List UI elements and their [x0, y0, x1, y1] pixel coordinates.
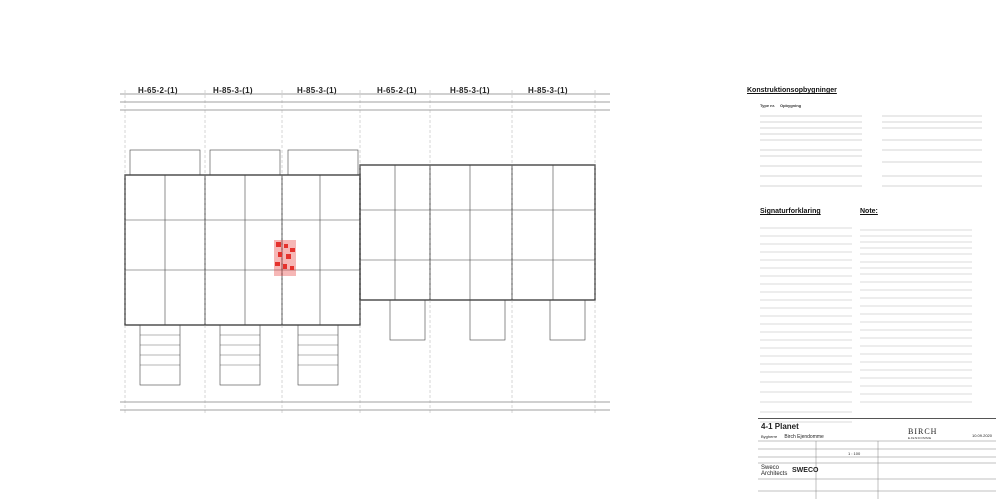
birch-brand: BIRCH — [908, 427, 938, 436]
construction-title: Konstruktionsopbygninger — [747, 87, 837, 94]
type-header: Type nr. — [760, 103, 776, 108]
title-block-grid — [758, 440, 996, 499]
birch-brand-sub: EJENDOMME — [908, 436, 932, 440]
signature-lines — [760, 227, 972, 423]
construction-lines — [760, 115, 982, 187]
note-title: Note: — [860, 208, 878, 215]
client-value: Birch Ejendomme — [784, 434, 824, 440]
client-label: Bygherre — [761, 434, 778, 439]
highlight-mark — [274, 240, 296, 276]
date-value: 10.09.2020 — [971, 433, 992, 438]
birch-logo: BIRCH EJENDOMME — [908, 427, 937, 440]
drawing-title: 4-1 Planet — [761, 422, 799, 431]
signature-title: Signaturforklaring — [760, 208, 821, 215]
unit-label-4: H-65-2-(1) — [377, 86, 417, 95]
sweco-logo: SWECO — [792, 467, 819, 474]
opbygning-header: Opbygning — [780, 103, 802, 108]
legend-panel: Konstruktionsopbygninger Type nr. Opbygn… — [742, 80, 997, 500]
unit-label-3: H-85-3-(1) — [297, 86, 337, 95]
sweco-architects-label: Sweco Architects — [761, 465, 787, 477]
unit-label-2: H-85-3-(1) — [213, 86, 253, 95]
unit-label-5: H-85-3-(1) — [450, 86, 490, 95]
unit-label-1: H-65-2-(1) — [138, 86, 178, 95]
floor-plan — [120, 90, 610, 415]
title-block: 4-1 Planet Bygherre Birch Ejendomme BIRC… — [758, 418, 996, 499]
client-row: Bygherre Birch Ejendomme — [761, 434, 824, 440]
unit-label-6: H-85-3-(1) — [528, 86, 568, 95]
sweco-line-2: Architects — [761, 471, 788, 477]
scale-value: 1 : 100 — [848, 451, 861, 456]
sweco-line-1: Sweco — [761, 465, 780, 471]
